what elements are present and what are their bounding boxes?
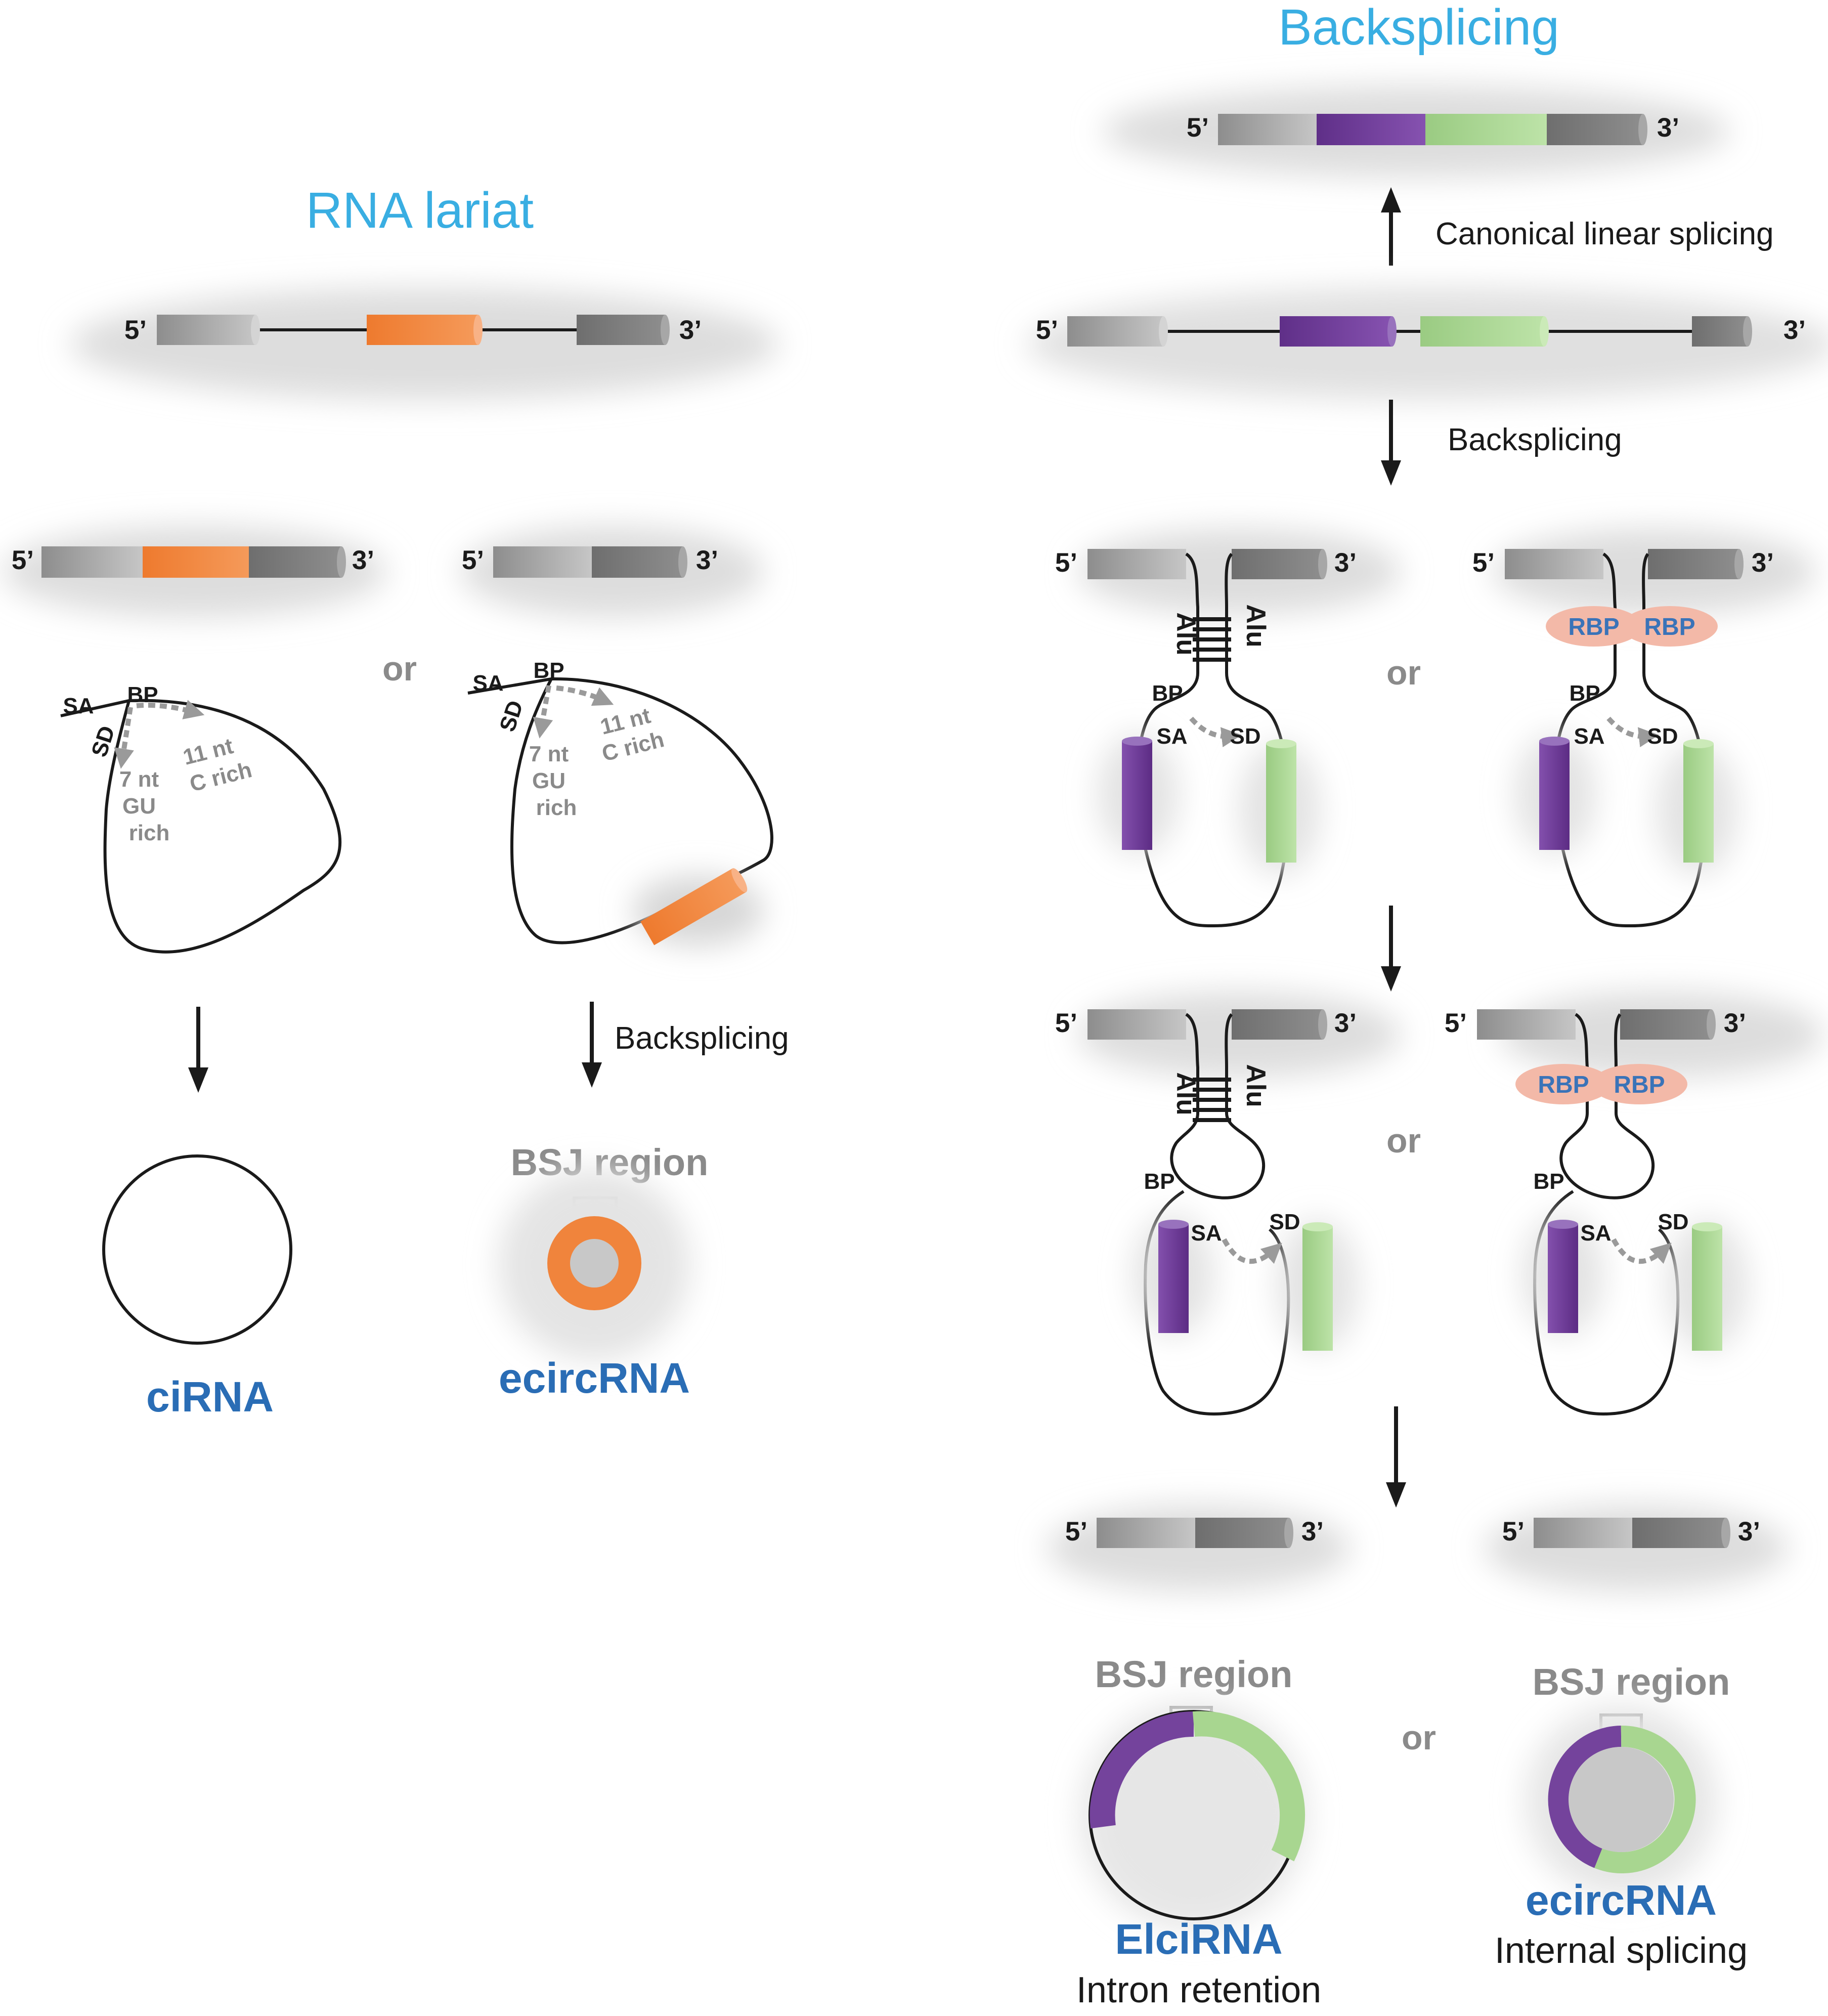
cirna-label: ciRNA [146,1373,274,1421]
bp-label: BP [1569,681,1600,706]
right-backsplicing-label: Backsplicing [1448,422,1622,457]
rbp-label: RBP [1568,614,1619,640]
rbp-stage-2: 5’ 3’ RBP RBP BP SA SD [1445,992,1823,1416]
gu-line-1: 7 nt [119,767,159,792]
final-linear-left: 5’ 3’ [1047,1505,1351,1591]
sa-label: SA [63,694,94,718]
sd-label: SD [1269,1210,1300,1234]
elcirna: BSJ region ElciRNA Intron retention [1076,1653,1321,2010]
or-label: or [1386,1122,1421,1160]
right-arrow-3 [1386,1406,1406,1508]
bp-label: BP [533,658,564,683]
alu-stage-2: 5’ 3’ Alu Alu BP SA SD [1055,992,1401,1416]
sd-label: SD [1647,724,1678,749]
gu-line-2: GU [532,768,565,793]
sa-label: SA [1574,724,1604,749]
left-arrows [188,1002,602,1093]
alu-label: Alu [1171,1072,1201,1115]
ecircrna-label: ecircRNA [499,1354,690,1402]
right-arrow-1 [1381,400,1401,486]
three-prime-label: 3’ [1334,1008,1357,1038]
gu-line-1: 7 nt [529,742,569,766]
canonical-splicing-label: Canonical linear splicing [1435,217,1774,251]
three-prime-label: 3’ [1738,1517,1760,1547]
right-pre-mrna: 5’ 3’ [1027,288,1828,400]
or-label: or [1386,654,1421,692]
final-linear-right: 5’ 3’ [1485,1505,1788,1591]
left-linear-product-a: 5’ 3’ [3,526,387,617]
sa-label: SA [1580,1221,1611,1246]
bsj-region-label: BSJ region [1095,1653,1293,1695]
gu-line-3: rich [536,795,577,820]
three-prime-label: 3’ [1783,315,1806,345]
bsj-region-label: BSJ region [1533,1661,1730,1703]
left-pre-mrna: 5’ 3’ [71,288,779,400]
sa-label: SA [472,671,503,696]
three-prime-label: 3’ [696,545,718,575]
cirna-circle [102,1154,292,1345]
three-prime-label: 3’ [1752,548,1774,578]
alu-stage-1: 5’ 3’ Alu Alu BP SA SD [1055,529,1401,928]
three-prime-label: 3’ [1301,1517,1324,1547]
lariat-intron: SA BP SD 7 nt GU rich 11 nt C rich [60,682,342,954]
or-label: or [1402,1719,1436,1757]
or-label: or [382,650,417,688]
five-prime-label: 5’ [124,315,147,345]
sd-label: SD [1230,724,1260,749]
lariat-with-exon: SA BP SD 7 nt GU rich 11 nt C rich [467,658,773,946]
rbp-label: RBP [1538,1071,1589,1098]
five-prime-label: 5’ [1502,1517,1525,1547]
alu-label: Alu [1241,604,1271,647]
backsplicing-label: Backsplicing [615,1021,789,1056]
five-prime-label: 5’ [1187,113,1209,143]
three-prime-label: 3’ [1334,548,1357,578]
sa-label: SA [1191,1221,1222,1246]
right-arrow-2 [1381,906,1401,992]
right-title: Backsplicing [1278,0,1559,56]
rbp-label: RBP [1644,614,1695,640]
left-linear-product-b: 5’ 3’ [460,526,764,617]
three-prime-label: 3’ [1724,1008,1746,1038]
bp-label: BP [1152,681,1183,706]
alu-label: Alu [1171,612,1201,655]
ecircrna-label: ecircRNA [1526,1876,1717,1924]
rbp-stage-1: 5’ 3’ RBP RBP BP SA SD [1472,529,1816,928]
sa-label: SA [1156,724,1187,749]
five-prime-label: 5’ [12,545,34,575]
ecircrna-right: BSJ region ecircRNA Internal splicing [1495,1661,1748,1971]
alu-label: Alu [1241,1064,1271,1107]
gu-line-2: GU [122,794,156,819]
five-prime-label: 5’ [1065,1517,1087,1547]
three-prime-label: 3’ [1657,113,1679,143]
five-prime-label: 5’ [1036,315,1058,345]
bp-label: BP [1144,1169,1174,1194]
three-prime-label: 3’ [679,315,702,345]
five-prime-label: 5’ [1445,1008,1467,1038]
five-prime-label: 5’ [462,545,484,575]
three-prime-label: 3’ [352,545,374,575]
intron-retention-label: Intron retention [1076,1970,1321,2010]
five-prime-label: 5’ [1472,548,1495,578]
internal-splicing-label: Internal splicing [1495,1931,1748,1971]
left-title: RNA lariat [306,182,534,239]
ecircrna-left: BSJ region ecircRNA [498,1141,708,1402]
five-prime-label: 5’ [1055,548,1077,578]
bp-label: BP [127,682,158,707]
gu-line-3: rich [129,821,170,845]
sd-label: SD [495,698,528,735]
canonical-arrow [1381,187,1401,266]
rbp-label: RBP [1614,1071,1665,1098]
five-prime-label: 5’ [1055,1008,1077,1038]
sd-label: SD [1658,1210,1688,1234]
elcirna-label: ElciRNA [1115,1915,1282,1963]
bp-label: BP [1533,1169,1564,1194]
mature-mrna: 5’ 3’ [1103,86,1730,177]
